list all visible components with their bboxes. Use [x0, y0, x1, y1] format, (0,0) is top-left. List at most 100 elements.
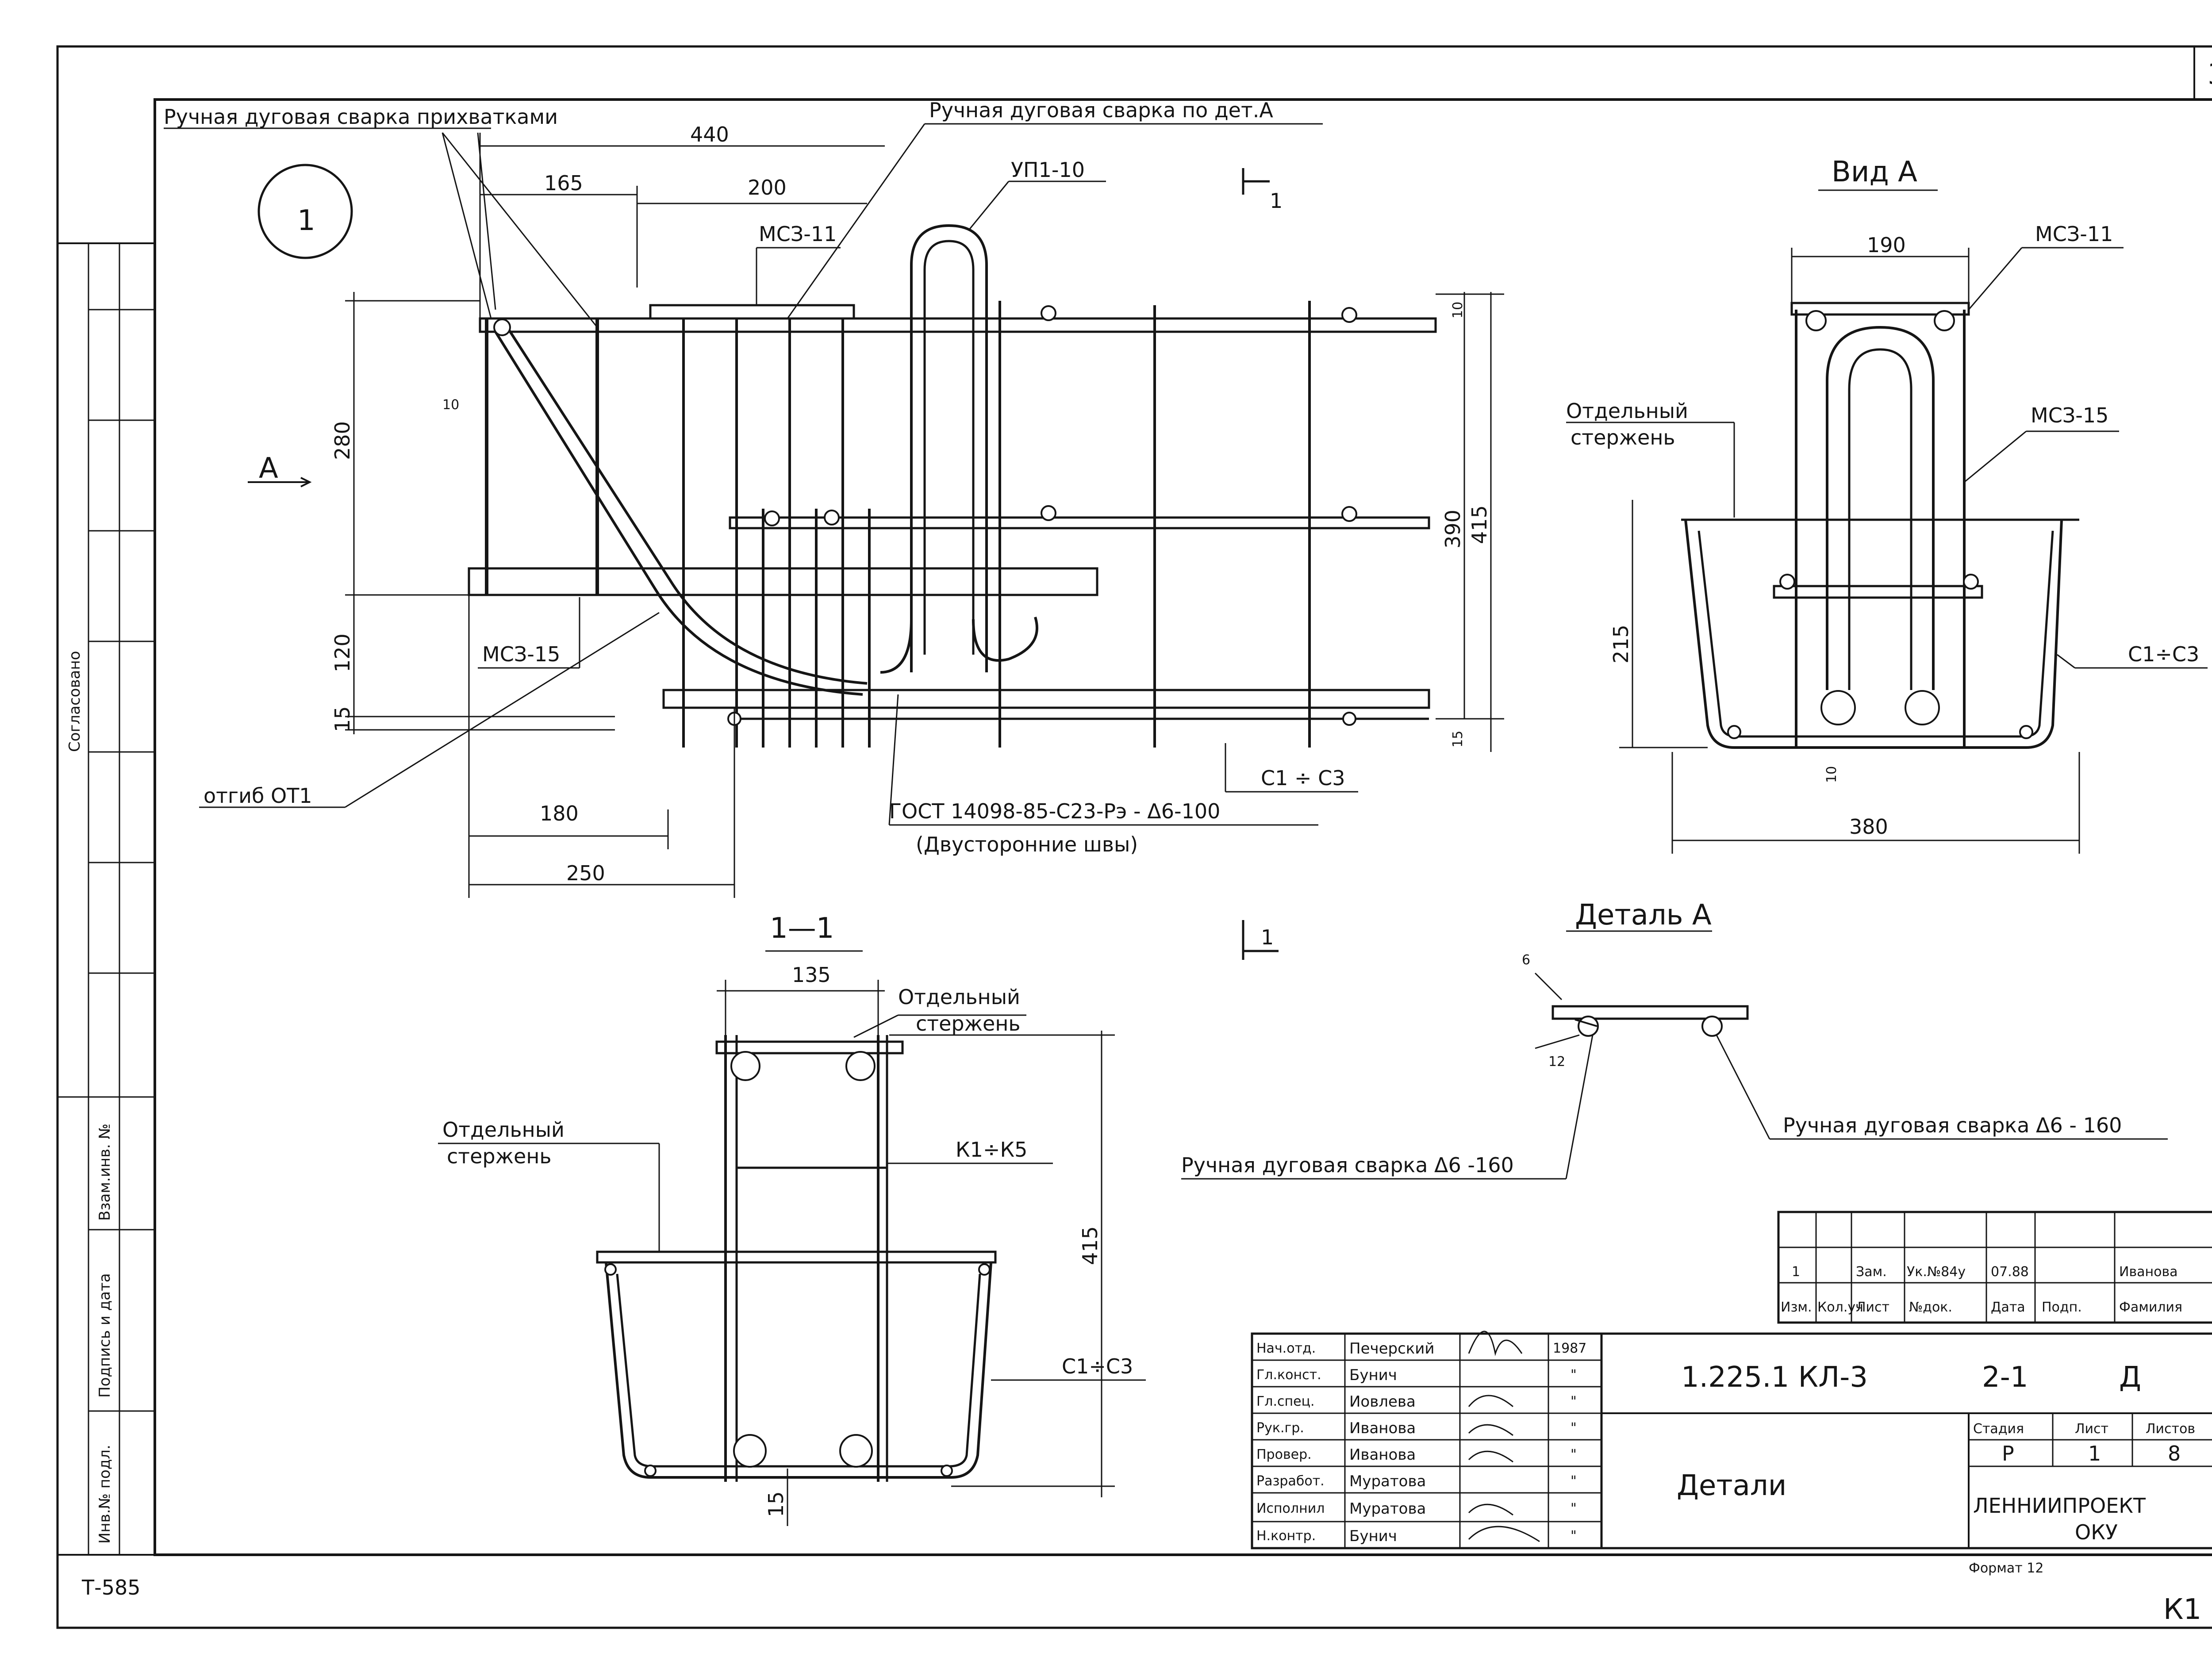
separate-bar-top-2: стержень [916, 1012, 1021, 1035]
sig-name-4: Иванова [1349, 1446, 1416, 1464]
sig-name-5: Муратова [1349, 1473, 1426, 1490]
gost-note: (Двусторонние швы) [916, 832, 1138, 856]
dim-180: 180 [540, 801, 579, 825]
sig-role-1: Гл.конст. [1256, 1367, 1321, 1383]
dim-10-view-a: 10 [1824, 766, 1839, 783]
sig-role-6: Исполнил [1256, 1501, 1325, 1516]
sig-date-7: " [1571, 1528, 1577, 1544]
stage-value: Р [2002, 1442, 2014, 1465]
gost-label: ГОСТ 14098-85-С23-Рэ - Δ6-100 [889, 799, 1220, 823]
view-a: Вид А 190 215 380 10 МСЗ-11 [1566, 156, 2208, 854]
c-marks-main: С1 ÷ С3 [1261, 766, 1345, 790]
rev-date: 07.88 [1991, 1264, 2029, 1280]
sig-name-0: Печерский [1349, 1340, 1435, 1358]
weld-tack-label: Ручная дуговая сварка прихватками [164, 105, 558, 129]
up-label: УП1-10 [1011, 158, 1085, 182]
main-dimensions: 440 165 200 280 10 120 15 390 415 10 15 … [330, 123, 1504, 898]
dim-415-main: 415 [1467, 505, 1491, 544]
dim-280: 280 [330, 421, 354, 460]
dim-135: 135 [792, 963, 831, 987]
sig-role-3: Рук.гр. [1256, 1420, 1304, 1436]
rev-name: Иванова [2119, 1264, 2178, 1280]
sig-date-3: " [1571, 1420, 1577, 1436]
c-marks-view-a: С1÷С3 [2128, 642, 2199, 666]
separate-bar-view-a-2: стержень [1571, 426, 1675, 449]
dim-15-right: 15 [1450, 731, 1466, 748]
sig-date-2: " [1571, 1394, 1577, 1409]
sig-role-7: Н.контр. [1256, 1528, 1316, 1544]
msz15-view-a-label: МСЗ-15 [2031, 403, 2108, 427]
stage-label: Стадия [1973, 1421, 2024, 1437]
sig-name-3: Иванова [1349, 1419, 1416, 1437]
separate-bar-top-1: Отдельный [898, 985, 1020, 1009]
weld-right-label: Ручная дуговая сварка Δ6 - 160 [1783, 1113, 2122, 1137]
msz11-view-a-label: МСЗ-11 [2035, 222, 2113, 246]
drawing-number: Т-585 [81, 1576, 141, 1599]
dim-15-left: 15 [330, 706, 354, 732]
dim-390: 390 [1441, 510, 1465, 548]
rev-h-name: Фамилия [2119, 1300, 2182, 1315]
sign-date-label: Подпись и дата [96, 1273, 114, 1398]
sig-date-1: " [1571, 1367, 1577, 1383]
sig-role-0: Нач.отд. [1256, 1341, 1316, 1356]
k-marks-label: К1÷К5 [956, 1138, 1027, 1162]
revision-table: 1 Зам. Ук.№84у 07.88 Иванова Изм. Кол.уч… [1777, 1211, 2212, 1324]
dim-10-left: 10 [442, 397, 459, 413]
sig-name-1: Бунич [1349, 1366, 1397, 1384]
c-marks-section: С1÷С3 [1062, 1354, 1133, 1378]
sheets-label: Листов [2146, 1421, 2195, 1437]
dim-12: 12 [1548, 1054, 1565, 1070]
detail-a: Деталь А 6 12 Ручная дуговая сварка Δ6 -… [1181, 899, 2168, 1180]
rev-h-date: Дата [1991, 1300, 2025, 1315]
sheet-format: Формат 12 [1969, 1561, 2043, 1576]
dim-250: 250 [566, 861, 605, 885]
dim-380: 380 [1849, 815, 1888, 839]
doc-code: 1.225.1 КЛ-3 [1681, 1361, 1868, 1394]
section-mark-top: 1 [1270, 189, 1283, 213]
rev-change: 1 [1792, 1264, 1800, 1280]
dim-190: 190 [1867, 233, 1906, 257]
dim-165: 165 [544, 171, 583, 195]
sheets-value: 8 [2168, 1442, 2181, 1465]
sheet-label: Лист [2075, 1421, 2108, 1437]
separate-bar-left-1: Отдельный [442, 1118, 565, 1142]
dim-6: 6 [1522, 952, 1530, 968]
rev-h-sign: Подп. [2042, 1300, 2082, 1315]
section-title: 1—1 [770, 912, 834, 945]
title-block: 1.225.1 КЛ-3 2-1 Д Детали Стадия Лист Ли… [1600, 1332, 2212, 1576]
dim-10-right: 10 [1450, 302, 1466, 318]
sig-role-2: Гл.спец. [1256, 1394, 1315, 1409]
side-stamp: Согласовано Взам.инв. № Подпись и дата И… [57, 242, 156, 1556]
detail-number: 1 [297, 204, 315, 237]
main-view: 1 [164, 98, 1504, 960]
doc-name: Детали [1677, 1469, 1786, 1502]
rev-h-count: Кол.уч [1817, 1300, 1863, 1315]
separate-bar-view-a-1: Отдельный [1566, 399, 1688, 423]
dim-120: 120 [330, 633, 354, 672]
weld-left-label: Ручная дуговая сварка Δ6 -160 [1181, 1153, 1514, 1177]
sig-role-4: Провер. [1256, 1447, 1312, 1462]
page-number: 35 [2208, 58, 2212, 91]
corner-mark: К1 [2163, 1593, 2201, 1626]
sig-name-7: Бунич [1349, 1527, 1397, 1545]
inv-orig-label: Инв.№ подл. [96, 1445, 114, 1544]
dim-215: 215 [1609, 625, 1633, 663]
bend-label: отгиб ОТ1 [204, 784, 312, 808]
org-dept: ОКУ [2075, 1520, 2118, 1544]
sheet-code: 2-1 [1982, 1361, 2028, 1394]
section-1-1: 1—1 135 415 15 Отдельный стержень [438, 912, 1146, 1526]
msz11-main-label: МСЗ-11 [759, 222, 837, 246]
dim-415-section: 415 [1078, 1226, 1102, 1265]
sig-date-4: " [1571, 1447, 1577, 1462]
dim-440: 440 [690, 123, 729, 146]
view-a-arrow-label: А [259, 452, 278, 485]
sig-name-6: Муратова [1349, 1500, 1426, 1518]
view-a-title: Вид А [1832, 156, 1917, 188]
dim-200: 200 [748, 176, 787, 199]
dim-15-section: 15 [764, 1491, 788, 1517]
sig-date-0: 1987 [1553, 1341, 1586, 1356]
msz15-main-label: МСЗ-15 [482, 642, 560, 666]
detail-a-title: Деталь А [1575, 899, 1712, 932]
sheet-value: 1 [2088, 1442, 2101, 1465]
